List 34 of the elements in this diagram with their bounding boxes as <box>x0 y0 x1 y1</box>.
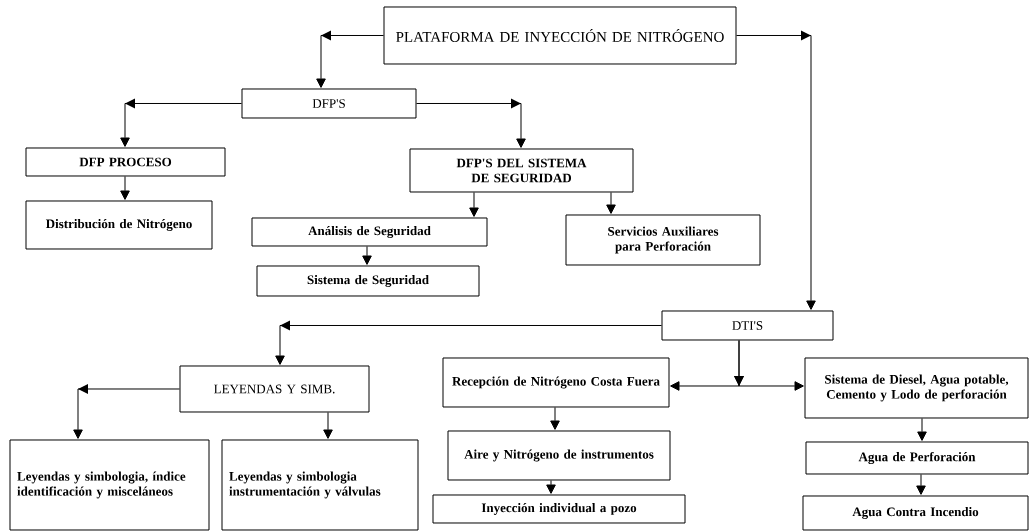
process-box: LEYENDAS Y SIMB. <box>179 365 370 413</box>
arrow <box>917 418 927 441</box>
process-box: DFP'S <box>241 88 417 119</box>
process-box: Sistema de Seguridad <box>256 265 480 297</box>
process-box: Sistema de Diesel, Agua potable, Cemento y Lodo de perforación <box>804 357 1029 419</box>
arrow <box>916 474 926 495</box>
arrow <box>736 30 816 310</box>
process-box: DFP PROCESO <box>25 147 226 177</box>
process-box: DFP'S DEL SISTEMA DE SEGURIDAD <box>409 148 634 193</box>
arrow <box>734 340 804 391</box>
arrow <box>316 30 384 88</box>
arrow <box>550 407 560 430</box>
process-box: PLATAFORMA DE INYECCIÓN DE NITRÓGENO <box>383 6 737 65</box>
arrow <box>120 98 242 147</box>
arrow <box>362 246 372 265</box>
arrow <box>323 412 333 439</box>
process-box: Leyendas y simbologia instrumentación y válvulas <box>221 439 419 531</box>
process-box: Leyendas y simbologia, índice identificación y misceláneos <box>9 439 210 531</box>
arrow <box>546 480 556 494</box>
arrow <box>606 192 616 214</box>
process-box: Servicios Auxiliares para Perforación <box>565 214 761 266</box>
process-box: Análisis de Seguridad <box>251 217 488 247</box>
process-box: DTI'S <box>661 310 834 341</box>
arrow <box>469 192 479 217</box>
arrow <box>416 98 526 148</box>
process-box: Recepción de Nitrógeno Costa Fuera <box>442 357 670 408</box>
arrow <box>275 320 662 365</box>
process-box: Aire y Nitrógeno de instrumentos <box>447 430 671 481</box>
process-box: Agua de Perforación <box>805 441 1029 475</box>
arrow <box>120 176 130 200</box>
process-box: Agua Contra Incendio <box>802 495 1029 531</box>
arrow <box>73 384 180 439</box>
process-box: Inyección individual a pozo <box>432 494 686 524</box>
process-box: Distribución de Nitrógeno <box>25 200 213 250</box>
